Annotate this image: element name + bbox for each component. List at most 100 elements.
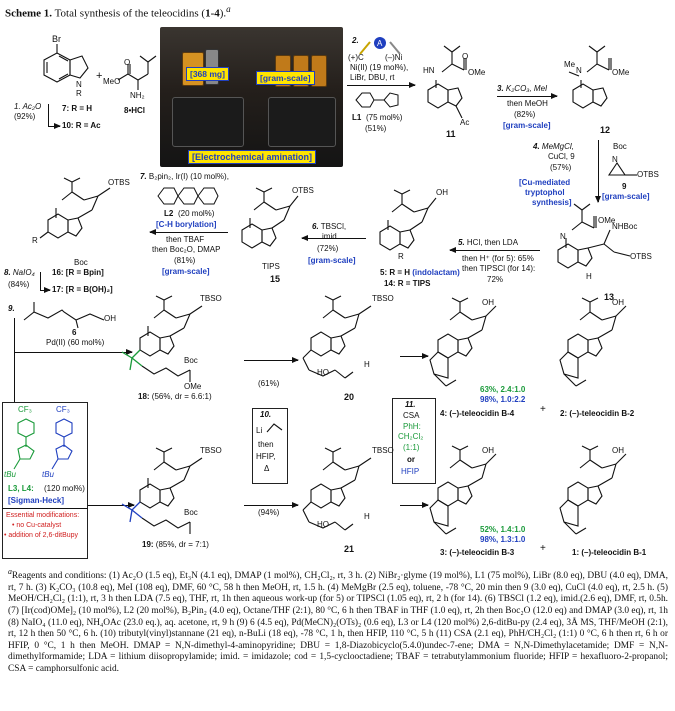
indole-n-label: N (76, 80, 82, 89)
teleocidin-b1-structure (559, 445, 627, 535)
step3-scale-tag: [gram-scale] (503, 121, 551, 130)
step6-yield: (72%) (317, 244, 339, 253)
step9-arrow-top (14, 349, 133, 355)
scheme-title-note: a (226, 4, 231, 14)
step8-cond-text: NaIO₄ (12, 268, 35, 277)
step5-then2: then TIPSCl (for 14): (462, 264, 536, 273)
step9-label: 9. (8, 304, 15, 313)
compound-13-structure (557, 203, 631, 269)
valine-ester-8-structure (117, 55, 157, 90)
compound-9-scale-tag: [gram-scale] (602, 192, 650, 201)
step10-yield-top: (61%) (258, 379, 280, 388)
compound-11-label: 11 (446, 129, 456, 139)
ligand-l1-loading: (75 mol%) (366, 113, 403, 122)
compound-16-label: 16: [R = Bpin] (52, 268, 104, 277)
compound-11-hn-label: HN (423, 66, 435, 75)
step4-number: 4. (533, 142, 540, 151)
electrodes-icon: A (359, 37, 401, 55)
aziridine-9-structure (607, 162, 637, 176)
compound-13-h-label: H (586, 272, 592, 281)
bottom-yield-green: 52%, 1.4:1.0 (480, 525, 526, 534)
step5-arrow (449, 247, 540, 253)
compound-18-num: 18: (138, 392, 150, 401)
step8-cond: 8. NaIO₄ (4, 268, 35, 277)
step6-cond2: imid (322, 232, 337, 241)
step10-yield-bottom: (94%) (258, 508, 280, 517)
aziridine-n-label: N (612, 155, 618, 164)
step8-arrow (40, 287, 51, 293)
teleocidin-b1-oh-label: OH (612, 446, 624, 455)
step2-anode-label: (+)C (348, 53, 364, 62)
compound-19-tbso-label: TBSO (200, 446, 222, 455)
step7-scale-tag: [gram-scale] (162, 267, 210, 276)
compound-10-label: 10: R = Ac (62, 121, 101, 130)
step10-arrow-bottom (244, 502, 299, 508)
step3-then: then MeOH (507, 99, 548, 108)
compound-5-oh-label: OH (436, 188, 448, 197)
step7-cond1: 7. B₂pin₂, Ir(I) (10 mol%), (140, 172, 229, 181)
compound-15-otbs-label: OTBS (292, 186, 314, 195)
scheme-label: Scheme 1. (5, 7, 53, 20)
step10-li: Li (256, 426, 263, 435)
compound-12-label: 12 (600, 125, 611, 135)
ligand-l4-cf3: CF₃ (56, 405, 70, 414)
compound-11-o-label: O (462, 52, 469, 61)
ligand-l3-cf3: CF₃ (18, 405, 32, 414)
compound-5-text: 5: R = H (380, 268, 411, 277)
compound-12-me-label: Me (564, 60, 576, 69)
ch-borylation-tag: [C-H borylation] (156, 220, 217, 229)
compound-12-ome-label: OMe (612, 68, 630, 77)
indole-r-label: R (76, 89, 82, 98)
compound-13-nhboc-label: NHBoc (612, 222, 638, 231)
indole-br-label: Br (52, 34, 61, 44)
step3-arrow (497, 93, 558, 99)
footnote-marker: a (8, 567, 12, 576)
scheme-title: Scheme 1. Total synthesis of the teleoci… (5, 4, 231, 20)
step6-cond1-text: TBSCl, (320, 222, 347, 231)
step1-arrow (48, 123, 61, 129)
step1-bracket (48, 104, 49, 126)
compound-19-structure (121, 447, 203, 534)
step11-arrow-top (400, 353, 429, 359)
compound-20-label: 20 (344, 392, 355, 402)
step10-arrow-top (244, 357, 299, 363)
ligand-l2-loading: (20 mol%) (178, 209, 215, 218)
step8-bracket (40, 272, 41, 290)
compound-13-n-label: N (560, 232, 566, 241)
compound-8-label: 8•HCl (124, 106, 146, 115)
valine-meo-label: MeO (103, 77, 121, 86)
compound-11-structure (427, 45, 467, 119)
teleocidin-b2-structure (559, 297, 627, 387)
svg-text:A: A (377, 39, 383, 48)
compound-19-detail: (85%, dr = 7:1) (155, 540, 209, 549)
step4-cond1-text: MeMgCl, (541, 142, 574, 151)
scheme-title-close: ). (219, 7, 227, 20)
compound-5-structure (379, 189, 437, 251)
compound-21-tbso-label: TBSO (372, 446, 394, 455)
step3-number: 3. (497, 84, 504, 93)
compound-21-ho-label: HO (317, 520, 329, 529)
step2-label: 2. (352, 36, 359, 45)
ligand-l1-structure (355, 92, 399, 108)
step4-cond1: 4. MeMgCl, (533, 142, 574, 151)
step11-ratio: (1:1) (403, 443, 420, 452)
compound-12-structure (568, 45, 612, 109)
step2-cond2: LiBr, DBU, rt (350, 73, 395, 82)
compound-18-detail: (56%, dr = 6.6:1) (151, 392, 212, 401)
step7-cond1-text: B₂pin₂, Ir(I) (10 mol%), (148, 172, 229, 181)
alkene-6-oh-label: OH (104, 314, 116, 323)
step11-arrow-bottom (400, 502, 429, 508)
ligand-l1-label: L1 (352, 113, 362, 122)
step7-yield: (81%) (174, 256, 196, 265)
step9-arrow-bottom (86, 502, 135, 508)
electrochemical-amination-badge: [Electrochemical amination] (188, 150, 317, 164)
compound-21-h-label: H (364, 512, 370, 521)
step5-cond: 5. HCl, then LDA (458, 238, 518, 247)
compound-16-boc-label: Boc (74, 258, 88, 267)
step10-hfip: HFIP, (256, 452, 276, 461)
compound-20-h-label: H (364, 360, 370, 369)
ligands-l3l4-text: L3, L4: (8, 484, 34, 493)
essential-mod-2: • addition of 2,6-ditBupy (4, 532, 79, 539)
compound-11-ome-label: OMe (468, 68, 486, 77)
essential-mod-1: • no Cu-catalyst (12, 522, 62, 529)
